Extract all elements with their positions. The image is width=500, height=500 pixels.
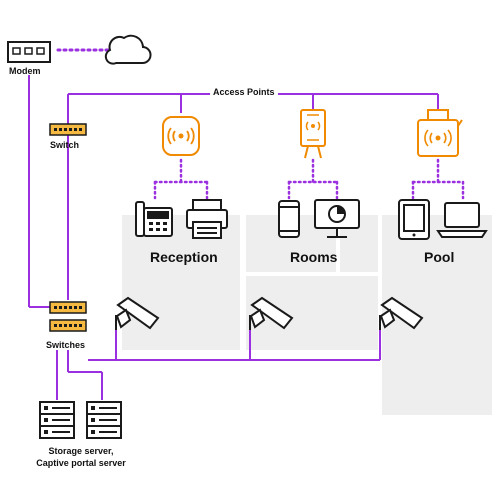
switch-icon [49,123,87,136]
security-camera-icon [379,296,424,330]
cloud-icon [104,34,152,65]
server-icon [86,401,122,439]
phone-icon [135,201,173,237]
switches-label: Switches [46,340,86,350]
servers-label-line1: Storage server, [48,446,114,456]
modem-label: Modem [9,66,41,76]
access-point-icon [417,109,463,157]
monitor-icon [314,199,360,238]
servers-label-line2: Captive portal server [36,458,126,468]
security-camera-icon [115,296,160,330]
switch-label: Switch [50,140,80,150]
switches-icon [49,301,87,332]
printer-icon [186,199,228,239]
access-points-label: Access Points [210,87,278,97]
security-camera-icon [249,296,294,330]
modem-icon [7,41,51,63]
reception-label: Reception [150,249,218,265]
rooms-label: Rooms [290,249,338,265]
floor-plan [122,215,492,415]
tablet-icon [398,199,430,240]
smartphone-icon [278,200,300,238]
access-point-icon [300,109,326,159]
pool-label: Pool [424,249,455,265]
access-point-icon [162,116,200,156]
server-icon [39,401,75,439]
wireless-links [153,158,465,200]
laptop-icon [436,202,488,238]
